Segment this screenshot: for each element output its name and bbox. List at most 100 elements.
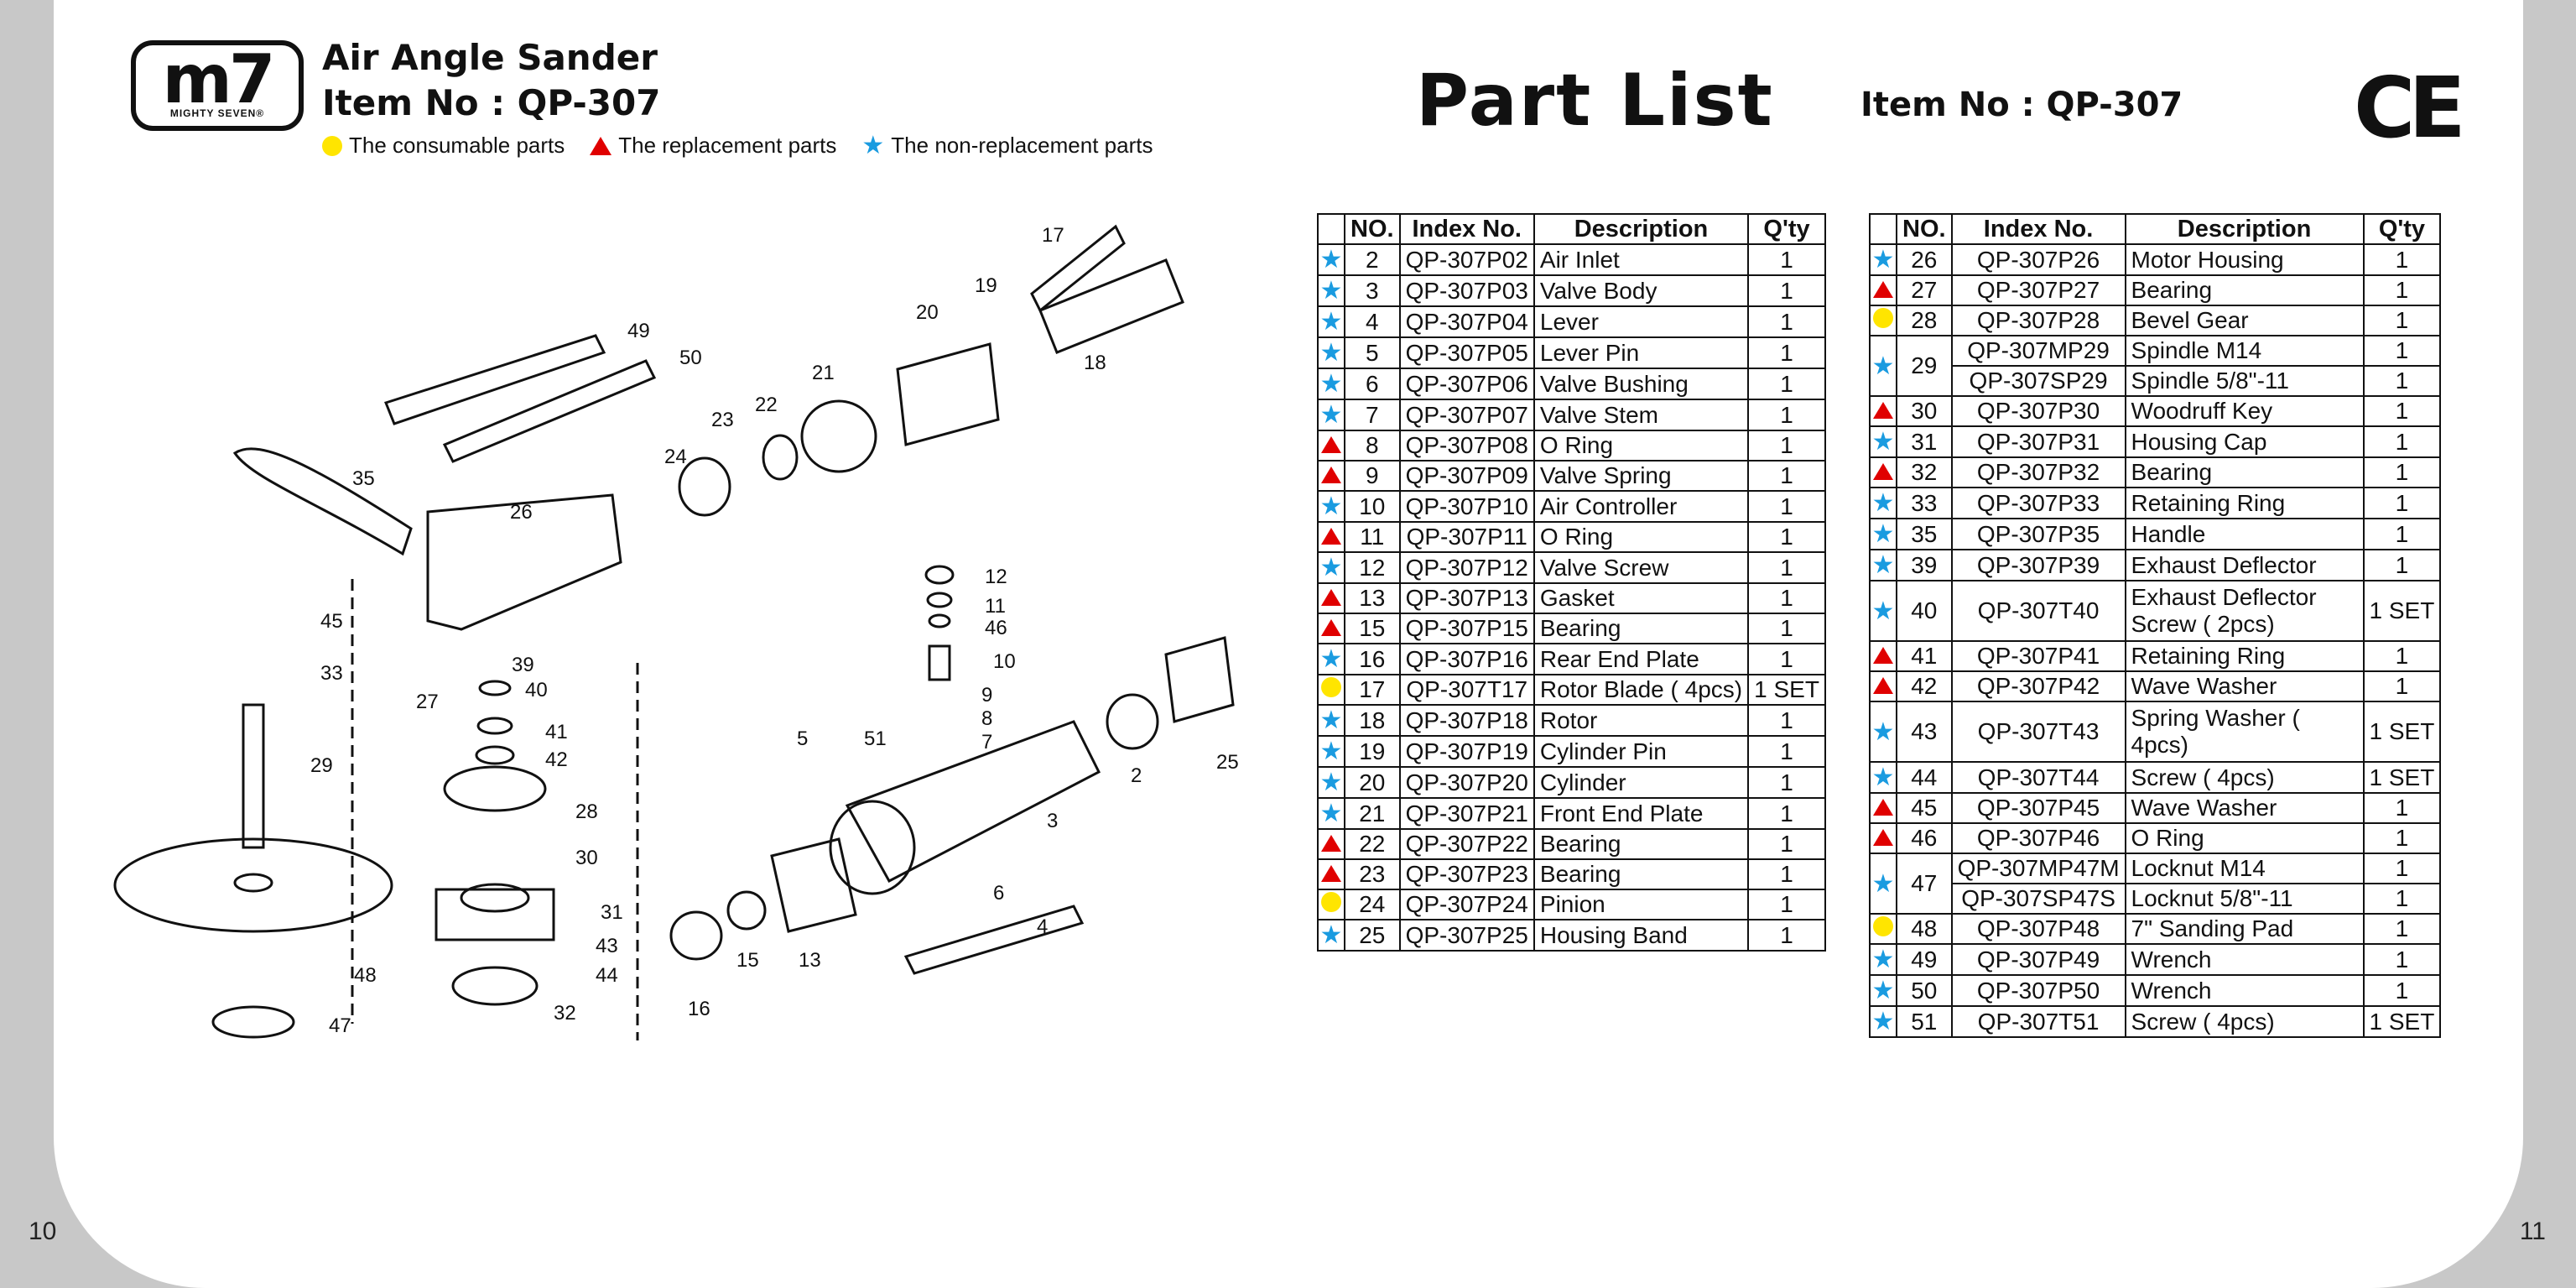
exploded-diagram: 17 19 20 21 22 23 24 18 49 50 35 26 45 3… [113, 224, 1239, 1040]
mark-cell: ★ [1869, 487, 1897, 519]
triangle-icon [1321, 865, 1341, 882]
star-icon: ★ [1319, 769, 1343, 796]
mark-cell [1317, 858, 1345, 890]
diagram-label: 29 [310, 754, 333, 777]
brand-logo: m7 MIGHTY SEVEN® [131, 40, 304, 131]
star-icon: ★ [1319, 339, 1343, 367]
part-no: 9 [1344, 460, 1401, 492]
description: Air Controller [1533, 490, 1750, 523]
quantity: 1 SET [2362, 701, 2442, 763]
description: Valve Stem [1533, 399, 1750, 431]
description: Valve Screw [1533, 551, 1750, 584]
description: Valve Bushing [1533, 368, 1750, 400]
part-no: 41 [1896, 640, 1953, 672]
description: Bevel Gear [2124, 305, 2365, 336]
index-no: QP-307P42 [1950, 670, 2126, 702]
index-no: QP-307SP29 [1950, 365, 2126, 397]
triangle-icon [1321, 467, 1341, 483]
product-name: Air Angle Sander [322, 37, 658, 78]
part-no: 49 [1896, 943, 1953, 976]
mark-cell: ★ [1317, 490, 1345, 523]
mark-cell [1869, 640, 1897, 672]
mark-cell: ★ [1869, 761, 1897, 794]
part-no: 47 [1896, 853, 1953, 915]
quantity: 1 [2362, 943, 2442, 976]
mark-cell [1869, 822, 1897, 854]
mark-cell [1317, 828, 1345, 860]
dot-icon [1873, 916, 1893, 936]
description: Cylinder Pin [1533, 735, 1750, 768]
mark-cell: ★ [1317, 336, 1345, 369]
mark-cell: ★ [1869, 974, 1897, 1007]
diagram-label: 44 [596, 964, 618, 987]
quantity: 1 [1747, 336, 1826, 369]
triangle-icon [1873, 647, 1893, 664]
star-icon: ★ [861, 131, 885, 159]
quantity: 1 [2362, 913, 2442, 945]
triangle-icon [590, 136, 612, 155]
quantity: 1 [1747, 243, 1826, 276]
star-icon: ★ [1871, 946, 1895, 973]
diagram-label: 24 [664, 446, 687, 468]
qty-header: Q'ty [1747, 213, 1826, 245]
part-no: 45 [1896, 792, 1953, 824]
description: Wrench [2124, 974, 2365, 1007]
mark-cell: ★ [1869, 518, 1897, 550]
part-no: 32 [1896, 456, 1953, 488]
quantity: 1 [1747, 735, 1826, 768]
page-number-left: 10 [29, 1218, 57, 1245]
part-no: 30 [1896, 395, 1953, 427]
diagram-label: 9 [981, 684, 992, 707]
part-no: 28 [1896, 305, 1953, 336]
index-no: QP-307P21 [1398, 797, 1535, 830]
diagram-label: 49 [627, 320, 650, 342]
index-no: QP-307P45 [1950, 792, 2126, 824]
diagram-label: 19 [975, 274, 997, 297]
index-no: QP-307P08 [1398, 430, 1535, 461]
mark-cell: ★ [1869, 943, 1897, 976]
description: Bearing [1533, 613, 1750, 644]
diagram-label: 6 [993, 882, 1004, 905]
description: Gasket [1533, 582, 1750, 614]
mark-cell: ★ [1317, 766, 1345, 799]
qty-header: Q'ty [2362, 213, 2442, 245]
quantity: 1 SET [2362, 761, 2442, 794]
description: Woodruff Key [2124, 395, 2365, 427]
part-no: 8 [1344, 430, 1401, 461]
part-no: 50 [1896, 974, 1953, 1007]
mark-cell [1317, 613, 1345, 644]
description: Spring Washer ( 4pcs) [2124, 701, 2365, 763]
diagram-label: 23 [711, 409, 734, 431]
description: Wave Washer [2124, 792, 2365, 824]
triangle-icon [1873, 677, 1893, 694]
quantity: 1 [1747, 490, 1826, 523]
mark-cell [1317, 430, 1345, 461]
page-number-right: 11 [2519, 1218, 2546, 1245]
quantity: 1 [1747, 521, 1826, 553]
quantity: 1 [2362, 822, 2442, 854]
index-no: QP-307P09 [1398, 460, 1535, 492]
mark-cell: ★ [1869, 853, 1897, 915]
index-no: QP-307P24 [1398, 889, 1535, 920]
quantity: 1 [2362, 487, 2442, 519]
star-icon: ★ [1319, 645, 1343, 673]
mark-cell: ★ [1317, 551, 1345, 584]
mark-cell: ★ [1317, 243, 1345, 276]
index-no: QP-307T51 [1950, 1005, 2126, 1038]
star-icon: ★ [1871, 1008, 1895, 1035]
legend-non-replacement: ★The non-replacement parts [861, 131, 1153, 159]
description: O Ring [1533, 430, 1750, 461]
quantity: 1 [1747, 274, 1826, 307]
diagram-label: 4 [1037, 915, 1048, 938]
quantity: 1 [2362, 518, 2442, 550]
